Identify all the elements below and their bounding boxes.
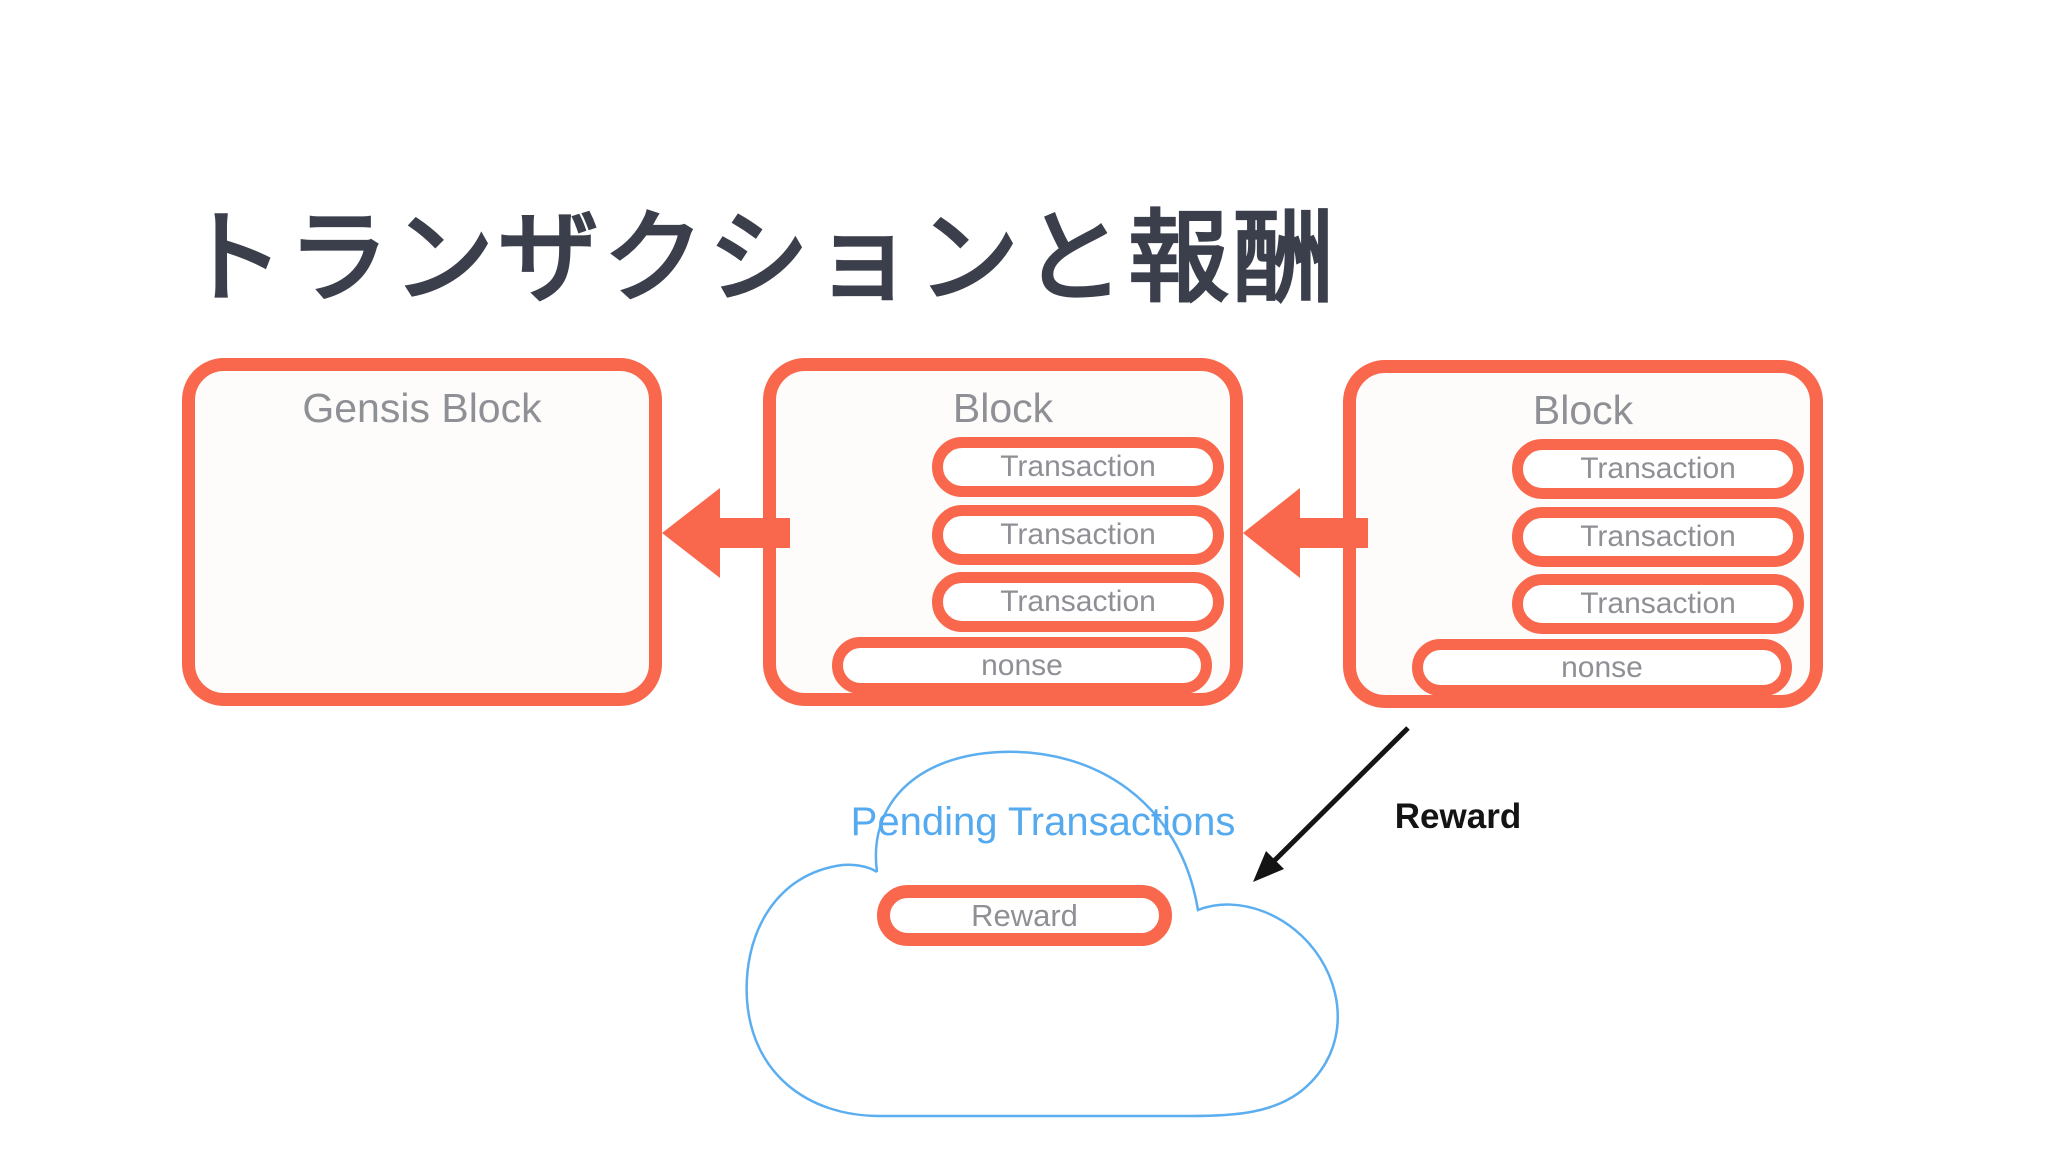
transaction-pill: Transaction [932, 572, 1224, 632]
nonce-pill: nonse [1412, 639, 1792, 696]
right-block-label: Block [1532, 387, 1634, 433]
reward-pill: Reward [877, 885, 1172, 946]
reward-arrow-line [1268, 726, 1410, 867]
slide-title: トランザクションと報酬 [183, 202, 1339, 315]
genesis-block: Gensis Block [182, 358, 662, 706]
reward-arrowhead-icon [1253, 851, 1284, 882]
transaction-pill: Transaction [1512, 574, 1804, 634]
right-block: Block Transaction Transaction Transactio… [1343, 360, 1823, 708]
transaction-pill: Transaction [932, 437, 1224, 497]
pending-transactions-label: Pending Transactions [850, 800, 1236, 844]
transaction-pill: Transaction [1512, 507, 1804, 567]
genesis-block-label: Gensis Block [302, 385, 542, 431]
middle-block-label: Block [952, 385, 1054, 431]
nonce-pill: nonse [832, 637, 1212, 694]
transaction-pill: Transaction [932, 505, 1224, 565]
middle-block: Block Transaction Transaction Transactio… [763, 358, 1243, 706]
transaction-pill: Transaction [1512, 439, 1804, 499]
reward-arrow-label: Reward [1394, 797, 1522, 836]
